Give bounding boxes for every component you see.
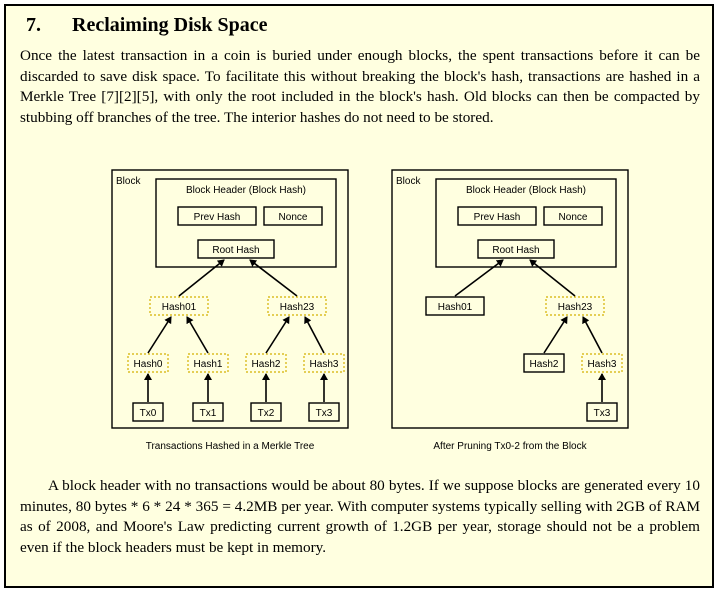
right-prev-hash-label: Prev Hash <box>474 212 521 223</box>
left-root-hash-label: Root Hash <box>212 245 259 256</box>
left-hash3-box <box>303 353 345 373</box>
left-hash1-label: Hash1 <box>194 359 223 370</box>
section-heading: 7. Reclaiming Disk Space <box>26 14 268 37</box>
left-arrow-hash01-root <box>178 259 225 297</box>
right-nonce-box <box>543 206 603 226</box>
right-diagram-caption: After Pruning Tx0-2 from the Block <box>433 441 587 452</box>
intro-paragraph: Once the latest transaction in a coin is… <box>20 47 700 126</box>
right-arrow-hash3-hash23 <box>582 316 603 354</box>
left-tx1-box <box>192 402 224 422</box>
left-tx2-box <box>250 402 282 422</box>
left-arrow-hash1-hash01 <box>186 316 209 354</box>
left-hash0-box <box>127 353 169 373</box>
right-root-hash-box <box>477 239 555 259</box>
closing-paragraph: A block header with no transactions woul… <box>20 477 700 556</box>
right-hash3-box <box>581 353 623 373</box>
section-number: 7. <box>26 14 41 36</box>
right-hash01-box <box>425 296 485 316</box>
right-hash2-box <box>523 353 565 373</box>
left-arrow-hash0-hash01 <box>147 316 172 354</box>
left-merkle-diagram: Block Block Header (Block Hash) Prev Has… <box>111 169 349 452</box>
right-block-label: Block <box>396 176 421 187</box>
paper-page: 7. Reclaiming Disk Space Once the latest … <box>4 4 714 588</box>
left-hash0-label: Hash0 <box>134 359 163 370</box>
left-block-label: Block <box>116 176 141 187</box>
left-tx1-label: Tx1 <box>200 408 217 419</box>
right-pruned-diagram: Block Block Header (Block Hash) Prev Has… <box>391 169 629 452</box>
merkle-tree-diagrams: Block Block Header (Block Hash) Prev Has… <box>111 169 629 452</box>
left-hash01-label: Hash01 <box>162 302 197 313</box>
right-hash3-label: Hash3 <box>588 359 617 370</box>
left-arrow-hash2-hash23 <box>265 316 290 354</box>
section-title: Reclaiming Disk Space <box>72 14 268 36</box>
left-hash1-box <box>187 353 229 373</box>
left-hash23-label: Hash23 <box>280 302 315 313</box>
right-block-header-label: Block Header (Block Hash) <box>466 185 586 196</box>
left-hash01-box <box>149 296 209 316</box>
right-hash23-box <box>545 296 605 316</box>
left-nonce-label: Nonce <box>279 212 308 223</box>
right-tx3-label: Tx3 <box>594 408 611 419</box>
left-hash2-label: Hash2 <box>252 359 281 370</box>
left-block-header-frame <box>155 178 337 268</box>
right-tx3-box <box>586 402 618 422</box>
left-tx3-box <box>308 402 340 422</box>
left-block-header-label: Block Header (Block Hash) <box>186 185 306 196</box>
left-tx0-label: Tx0 <box>140 408 157 419</box>
left-arrow-hash3-hash23 <box>304 316 325 354</box>
right-hash2-label: Hash2 <box>530 359 559 370</box>
right-nonce-label: Nonce <box>559 212 588 223</box>
left-arrow-hash23-root <box>249 259 298 297</box>
left-hash2-box <box>245 353 287 373</box>
right-block-frame <box>391 169 629 429</box>
left-tx0-box <box>132 402 164 422</box>
left-tx2-label: Tx2 <box>258 408 275 419</box>
left-block-frame <box>111 169 349 429</box>
left-prev-hash-label: Prev Hash <box>194 212 241 223</box>
left-hash23-box <box>267 296 327 316</box>
left-diagram-caption: Transactions Hashed in a Merkle Tree <box>146 441 315 452</box>
right-arrow-hash23-root <box>529 259 576 297</box>
left-nonce-box <box>263 206 323 226</box>
left-hash3-label: Hash3 <box>310 359 339 370</box>
right-root-hash-label: Root Hash <box>492 245 539 256</box>
right-block-header-frame <box>435 178 617 268</box>
right-arrow-hash01-root <box>454 259 504 297</box>
left-prev-hash-box <box>177 206 257 226</box>
right-prev-hash-box <box>457 206 537 226</box>
right-arrow-hash2-hash23 <box>543 316 568 354</box>
left-tx3-label: Tx3 <box>316 408 333 419</box>
right-hash23-label: Hash23 <box>558 302 593 313</box>
right-hash01-label: Hash01 <box>438 302 473 313</box>
left-root-hash-box <box>197 239 275 259</box>
